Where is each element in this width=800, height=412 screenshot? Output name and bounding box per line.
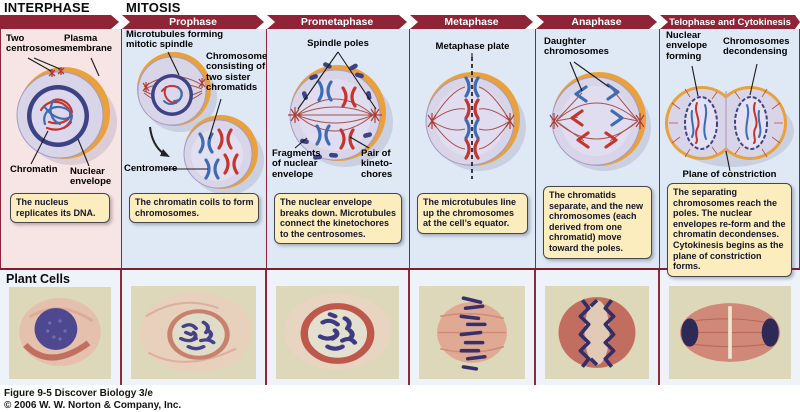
- interphase-arrow: [0, 15, 119, 29]
- phase-column-telophase: Nuclear envelope forming Chromosomes dec…: [660, 29, 800, 277]
- pointer-lines: [294, 51, 377, 149]
- cell-diagram-anaphase: [549, 61, 651, 171]
- plant-cell-interphase: Plant Cells: [0, 270, 122, 385]
- reforming-nuclear-envelope-right: [734, 96, 768, 150]
- plant-cell-prometaphase: [267, 270, 410, 385]
- pointer-lines: [27, 57, 100, 167]
- label-chromosomes-decondensing: Chromosomes decondensing: [723, 36, 790, 58]
- label-daughter-chromosomes: Daughter chromosomes: [544, 36, 609, 58]
- plant-cells-label: Plant Cells: [6, 272, 70, 286]
- note-prophase: The chromatin coils to form chromosomes.: [129, 193, 259, 224]
- figure-caption: Figure 9-5 Discover Biology 3/e © 2006 W…: [0, 385, 800, 412]
- phase-column-prometaphase: Spindle poles Fragments of nuclear envel…: [267, 29, 410, 268]
- condensing-chromatin: [161, 85, 183, 105]
- prophase-arrow: Prophase: [122, 15, 264, 29]
- anaphase-arrow: Anaphase: [536, 15, 657, 29]
- pointer-lines: [691, 63, 758, 172]
- phase-column-interphase: Two centrosomes Plasma membrane Chromati…: [0, 29, 122, 268]
- mitosis-heading: MITOSIS: [126, 0, 181, 15]
- label-nuclear-envelope: Nuclear envelope: [70, 166, 112, 188]
- header-row: INTERPHASE MITOSIS: [0, 0, 800, 15]
- label-spindle-poles: Spindle poles: [307, 38, 369, 49]
- phase-arrow-band: Prophase Prometaphase Metaphase Anaphase…: [0, 15, 800, 29]
- pointer-lines: [569, 61, 610, 92]
- label-microtubules-forming: Microtubules forming mitotic spindle: [126, 29, 224, 51]
- label-chromosome-sister-chromatids: Chromosome consisting of two sister chro…: [206, 51, 268, 93]
- cell-diagram-prophase: [137, 51, 264, 194]
- figure-caption-line1: Figure 9-5 Discover Biology 3/e: [4, 388, 153, 399]
- asters: [288, 107, 382, 123]
- cell-diagram-telophase: [665, 63, 794, 172]
- note-interphase: The nucleus replicates its DNA.: [10, 193, 110, 224]
- reforming-nuclear-envelope-left: [684, 96, 718, 150]
- aster-rays: [669, 88, 783, 158]
- asters: [427, 113, 515, 129]
- note-prometaphase: The nuclear envelope breaks down. Microt…: [274, 193, 402, 245]
- sister-chromatid-pairs: [198, 128, 239, 180]
- cell-diagram-metaphase: [425, 53, 526, 179]
- plant-cells-row: Plant Cells: [0, 268, 800, 385]
- label-centromere: Centromere: [124, 163, 178, 174]
- progression-arrow: [149, 126, 170, 157]
- micrograph-metaphase: [419, 286, 525, 379]
- interphase-heading: INTERPHASE: [4, 0, 90, 15]
- micrograph-interphase: [9, 287, 111, 379]
- label-nuclear-envelope-forming: Nuclear envelope forming: [666, 30, 708, 62]
- chromatin-tangle: [39, 98, 74, 131]
- prometaphase-arrow: Prometaphase: [267, 15, 407, 29]
- chromosomes: [315, 80, 357, 150]
- metaphase-arrow-label: Metaphase: [444, 16, 499, 28]
- note-metaphase: The microtubules line up the chromosomes…: [417, 193, 528, 234]
- pointer-lines: [166, 51, 222, 170]
- label-plane-of-constriction: Plane of constriction: [682, 169, 777, 180]
- metaphase-arrow: Metaphase: [410, 15, 533, 29]
- plant-cell-anaphase: [536, 270, 660, 385]
- figure-caption-line2: © 2006 W. W. Norton & Company, Inc.: [4, 400, 182, 411]
- micrograph-prometaphase: [276, 286, 399, 379]
- label-chromatin: Chromatin: [10, 164, 58, 175]
- prophase-arrow-label: Prophase: [169, 16, 217, 28]
- plant-cell-metaphase: [410, 270, 536, 385]
- phase-column-prophase: Microtubules forming mitotic spindle Chr…: [122, 29, 267, 268]
- label-metaphase-plate: Metaphase plate: [435, 41, 510, 52]
- note-telophase: The separating chromosomes reach the pol…: [667, 183, 792, 277]
- phase-column-metaphase: Metaphase plate The microtubules line up…: [410, 29, 536, 268]
- micrograph-prophase: [131, 286, 256, 379]
- plant-cell-telophase: [660, 270, 800, 385]
- phase-column-anaphase: Daughter chromosomes The chromatids sepa…: [536, 29, 660, 268]
- label-two-centrosomes: Two centrosomes: [6, 33, 66, 55]
- daughter-chromosomes: [570, 83, 624, 149]
- note-anaphase: The chromatids separate, and the new chr…: [543, 186, 652, 259]
- phase-columns: Two centrosomes Plasma membrane Chromati…: [0, 29, 800, 277]
- prometaphase-arrow-label: Prometaphase: [300, 16, 374, 28]
- plant-cell-prophase: [122, 270, 267, 385]
- label-plasma-membrane: Plasma membrane: [64, 33, 113, 55]
- micrograph-anaphase: [545, 286, 649, 379]
- anaphase-arrow-label: Anaphase: [571, 16, 622, 28]
- cell-diagram-interphase: [16, 57, 117, 167]
- aligned-chromosomes: [464, 76, 480, 160]
- telophase-arrow-label: Telophase and Cytokinesis: [669, 16, 791, 28]
- telophase-arrow: Telophase and Cytokinesis: [660, 15, 800, 29]
- micrograph-telophase: [669, 286, 791, 379]
- label-fragments-nuclear-envelope: Fragments of nuclear envelope: [272, 148, 321, 180]
- cell-diagram-prometaphase: [288, 51, 393, 167]
- decondensing-chromosomes: [690, 102, 762, 144]
- asters: [549, 113, 645, 129]
- asters: [142, 78, 206, 92]
- label-pair-of-kinetochores: Pair of kineto- chores: [361, 148, 393, 180]
- spindle-fibers: [296, 98, 374, 132]
